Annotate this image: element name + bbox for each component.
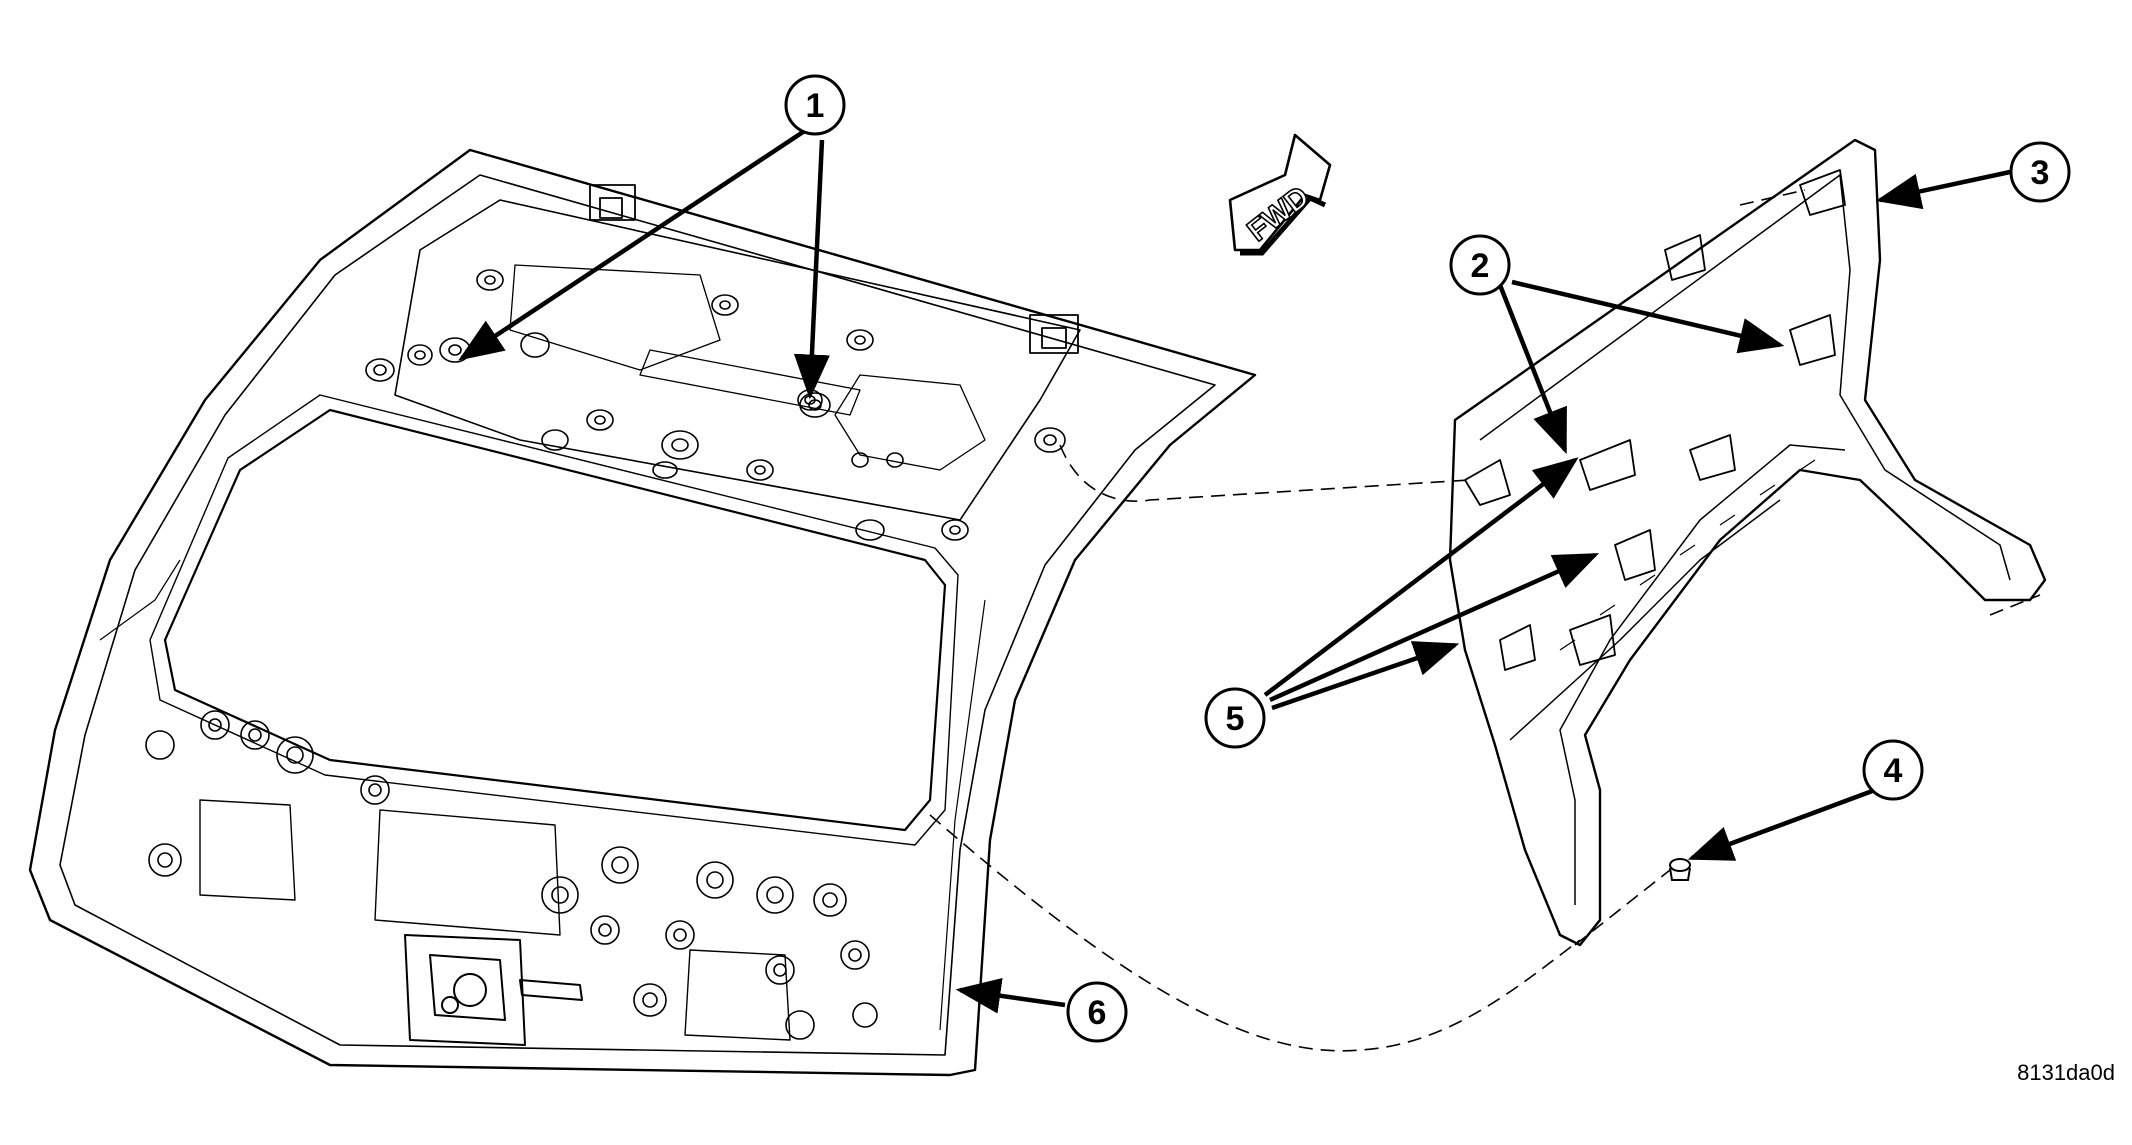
liftgate-inner-flange (59, 174, 1216, 1056)
lower-pocket-right (684, 949, 791, 1041)
hinge-right (1029, 314, 1079, 354)
right-side-seam (939, 599, 986, 1031)
lower-pocket-center (374, 809, 561, 936)
callout-4: 4 (1862, 739, 1924, 801)
left-side-seam (99, 559, 181, 641)
glass-opening-lip (149, 394, 959, 846)
leader-3 (1875, 169, 2011, 210)
leader-5b (1269, 552, 1600, 703)
leader-5a (1263, 457, 1579, 697)
assembly-guide-lines (929, 189, 2041, 1052)
callout-5: 5 (1204, 687, 1266, 749)
liftgate-latch (404, 934, 583, 1046)
leader-2b (1511, 279, 1785, 354)
upper-pocket-right (834, 374, 986, 471)
leader-5c (1271, 641, 1460, 711)
upper-mounting-holes (365, 269, 1066, 541)
leader-2a (1497, 284, 1568, 455)
trim-panel-ribs (1559, 459, 1816, 651)
callout-5-number: 5 (1226, 700, 1245, 738)
upper-channel (639, 349, 861, 416)
lower-mounting-holes (145, 710, 878, 1040)
callout-2: 2 (1449, 234, 1511, 296)
upper-header-panel (394, 199, 1081, 521)
guide-line-right-end (1989, 594, 2041, 616)
trim-panel-inner-edge (1479, 174, 2011, 905)
callout-4-number: 4 (1884, 752, 1903, 790)
callout-3: 3 (2009, 141, 2071, 203)
callout-3-number: 3 (2031, 154, 2050, 192)
callout-6-number: 6 (1088, 994, 1107, 1032)
figure-code: 8131da0d (2017, 1060, 2115, 1085)
leader-6 (955, 977, 1066, 1014)
guide-line-upper-clip (1739, 189, 1806, 206)
liftgate-assembly (28, 148, 1257, 1077)
leader-arrows (458, 128, 2011, 1014)
leader-1b (793, 139, 830, 400)
forward-direction-indicator: FWD (1228, 133, 1332, 256)
callout-1-number: 1 (806, 87, 825, 125)
lower-pocket-left (199, 799, 296, 901)
liftgate-outer-edge (28, 148, 1257, 1077)
trim-panel-lower-lip (1509, 499, 1781, 741)
hinge-left (589, 184, 636, 221)
guide-line-pin-to-panel (929, 814, 1581, 1052)
upper-pocket-left (509, 264, 721, 371)
callout-2-number: 2 (1471, 247, 1490, 285)
guide-line-pin (1574, 869, 1671, 946)
trim-panel-clips (1464, 169, 1846, 671)
callout-1: 1 (784, 74, 846, 136)
liftgate-trim-panel (1448, 138, 2047, 947)
trim-panel-outline (1448, 138, 2047, 947)
push-pin-fastener (1669, 858, 1691, 881)
glass-opening (163, 408, 947, 832)
leader-4 (1687, 787, 1876, 861)
trim-retainer-holes (439, 337, 831, 418)
guide-line-clip-to-gate (1059, 444, 1471, 502)
leader-1a (458, 128, 808, 361)
callout-6: 6 (1066, 981, 1128, 1043)
